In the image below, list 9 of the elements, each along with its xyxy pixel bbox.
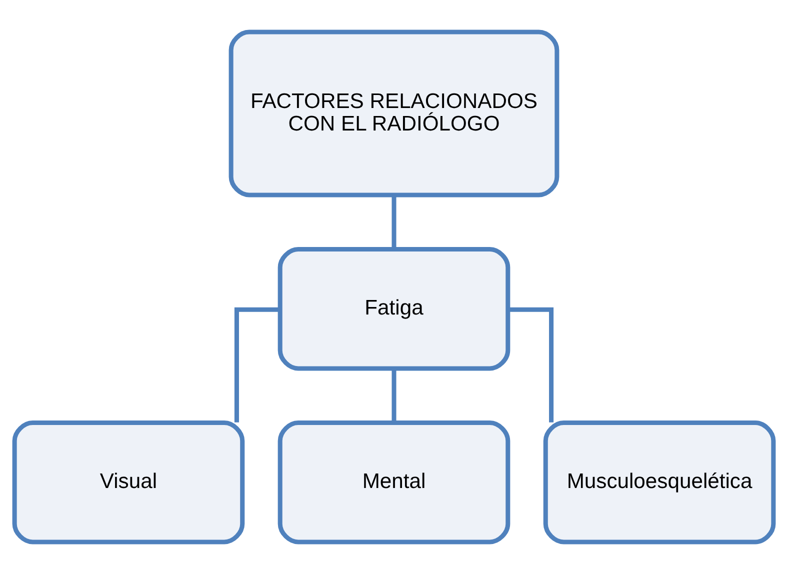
connector bbox=[392, 195, 396, 249]
node-box: Fatiga bbox=[278, 247, 510, 371]
node-box: Mental bbox=[278, 420, 510, 544]
node-box: Musculoesquelética bbox=[543, 420, 776, 544]
connector bbox=[392, 368, 396, 423]
node-box: FACTORES RELACIONADOS CON EL RADIÓLOGO bbox=[228, 30, 560, 198]
connector bbox=[234, 307, 280, 422]
connector bbox=[508, 307, 554, 422]
node-box: Visual bbox=[12, 420, 245, 544]
